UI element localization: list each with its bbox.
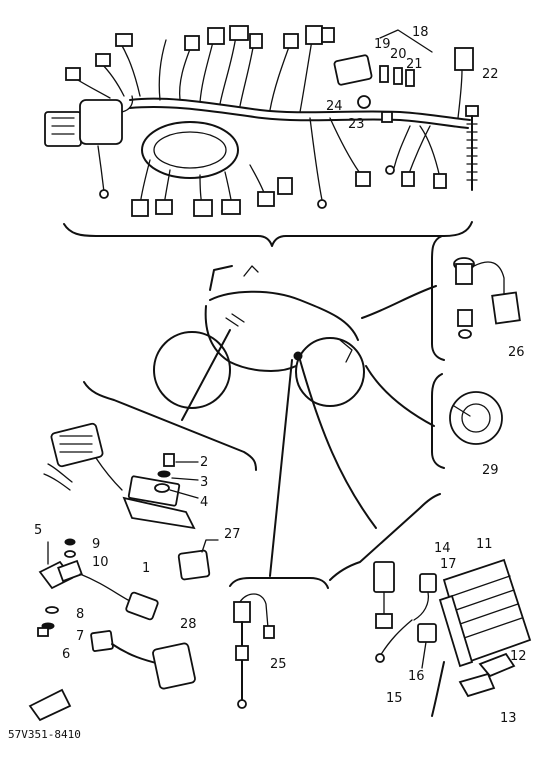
label-part-15: 15 <box>386 691 403 706</box>
wire-harness-drawing <box>44 25 479 247</box>
diagram-code: 57V351-8410 <box>8 728 81 741</box>
label-part-8: 8 <box>76 607 84 622</box>
label-part-28: 28 <box>180 617 197 632</box>
label-part-12: 12 <box>510 649 527 664</box>
label-part-2: 2 <box>200 455 208 470</box>
label-part-1: 1 <box>142 561 150 576</box>
label-part-29: 29 <box>482 463 499 478</box>
label-part-16: 16 <box>408 669 425 684</box>
label-part-19: 19 <box>374 37 391 52</box>
part-1-rectifier-cluster <box>37 381 257 690</box>
label-part-6: 6 <box>62 647 70 662</box>
label-part-10: 10 <box>92 555 109 570</box>
label-part-13: 13 <box>500 711 517 726</box>
label-part-27: 27 <box>224 527 241 542</box>
label-part-5: 5 <box>34 523 42 538</box>
label-part-26: 26 <box>508 345 525 360</box>
label-part-17: 17 <box>440 557 457 572</box>
label-part-18: 18 <box>412 25 429 40</box>
part-25-harness-lead <box>229 577 329 709</box>
label-part-20: 20 <box>390 47 407 62</box>
label-part-21: 21 <box>406 57 423 72</box>
label-part-25: 25 <box>270 657 287 672</box>
part-26-switch <box>431 235 521 361</box>
label-part-3: 3 <box>200 475 208 490</box>
part-11-cdi-unit <box>329 493 532 717</box>
label-part-11: 11 <box>476 537 493 552</box>
label-part-24: 24 <box>326 99 343 114</box>
small-clip-sketch <box>28 688 72 722</box>
label-part-22: 22 <box>482 67 499 82</box>
label-part-23: 23 <box>348 117 365 132</box>
label-part-9: 9 <box>92 537 100 552</box>
label-part-4: 4 <box>200 495 208 510</box>
motorcycle-silhouette <box>153 265 437 577</box>
part-29-horn <box>431 373 503 469</box>
label-part-7: 7 <box>76 629 84 644</box>
part-labels: 2 3 4 1 5 9 10 8 7 6 27 28 25 14 17 11 1… <box>34 25 527 726</box>
label-part-14: 14 <box>434 541 451 556</box>
